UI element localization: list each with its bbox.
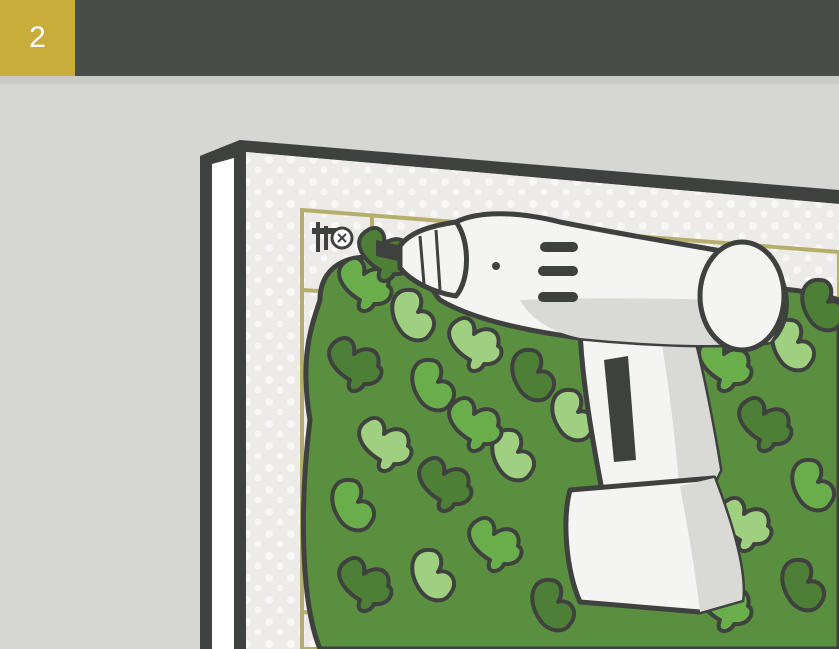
instruction-illustration xyxy=(0,84,839,649)
illustration-svg xyxy=(0,84,839,649)
step-number-badge: 2 xyxy=(0,0,75,76)
header-bar xyxy=(0,0,839,76)
header-divider xyxy=(0,76,839,84)
frame-side-face xyxy=(212,158,234,649)
